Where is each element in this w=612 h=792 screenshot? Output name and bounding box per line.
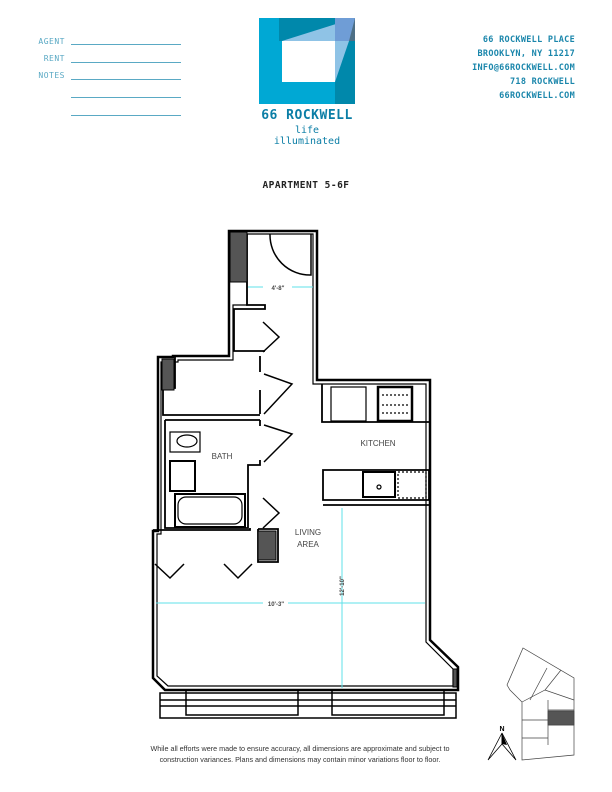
rent-label: RENT [43, 54, 65, 63]
disclaimer-line: construction variances. Plans and dimens… [159, 755, 441, 764]
living-width-dimension: 10'-3" [268, 602, 284, 608]
notes-line-2[interactable] [71, 97, 181, 98]
apartment-title: APARTMENT 5-6F [262, 180, 350, 191]
doors [154, 233, 312, 580]
room-label-bath: BATH [212, 452, 233, 461]
sink-icon [362, 471, 396, 498]
brand-name: 66 ROCKWELL [261, 108, 353, 123]
email-link[interactable]: INFO@66ROCKWELL.COM [472, 63, 575, 73]
room-label-kitchen: KITCHEN [360, 439, 395, 448]
interior-walls [153, 234, 430, 563]
disclaimer: While all efforts were made to ensure ac… [130, 743, 470, 765]
website-link[interactable]: 66ROCKWELL.COM [499, 91, 575, 101]
toilet-icon [169, 431, 201, 453]
brand-tagline: life illuminated [273, 125, 341, 147]
north-label: N [499, 726, 504, 733]
north-arrow-icon: N [487, 726, 517, 761]
notes-label: NOTES [38, 71, 65, 80]
address-line: 66 ROCKWELL PLACE [482, 35, 575, 45]
columns [161, 231, 458, 688]
phone: 718 ROCKWELL [509, 77, 575, 87]
bathtub-icon [174, 493, 246, 528]
agent-label: AGENT [38, 37, 65, 46]
dimension-lines [156, 286, 425, 688]
disclaimer-line: While all efforts were made to ensure ac… [150, 744, 450, 753]
exterior-walls [151, 229, 460, 692]
foyer-width-dimension: 4'-8" [272, 286, 285, 292]
address-line: BROOKLYN, NY 11217 [477, 49, 575, 59]
windows [159, 690, 457, 719]
rent-line[interactable] [71, 62, 181, 63]
room-label-area: AREA [297, 540, 319, 549]
brand-logo [259, 18, 355, 104]
room-label-living: LIVING [295, 528, 321, 537]
vanity-icon [169, 460, 196, 492]
living-depth-dimension: 12'-10" [340, 576, 346, 596]
fixtures [169, 385, 427, 528]
refrigerator [330, 386, 367, 422]
notes-line-3[interactable] [71, 115, 181, 116]
agent-line[interactable] [71, 44, 181, 45]
building-keyplan [506, 647, 575, 761]
notes-line[interactable] [71, 79, 181, 80]
stove-icon [376, 385, 414, 423]
